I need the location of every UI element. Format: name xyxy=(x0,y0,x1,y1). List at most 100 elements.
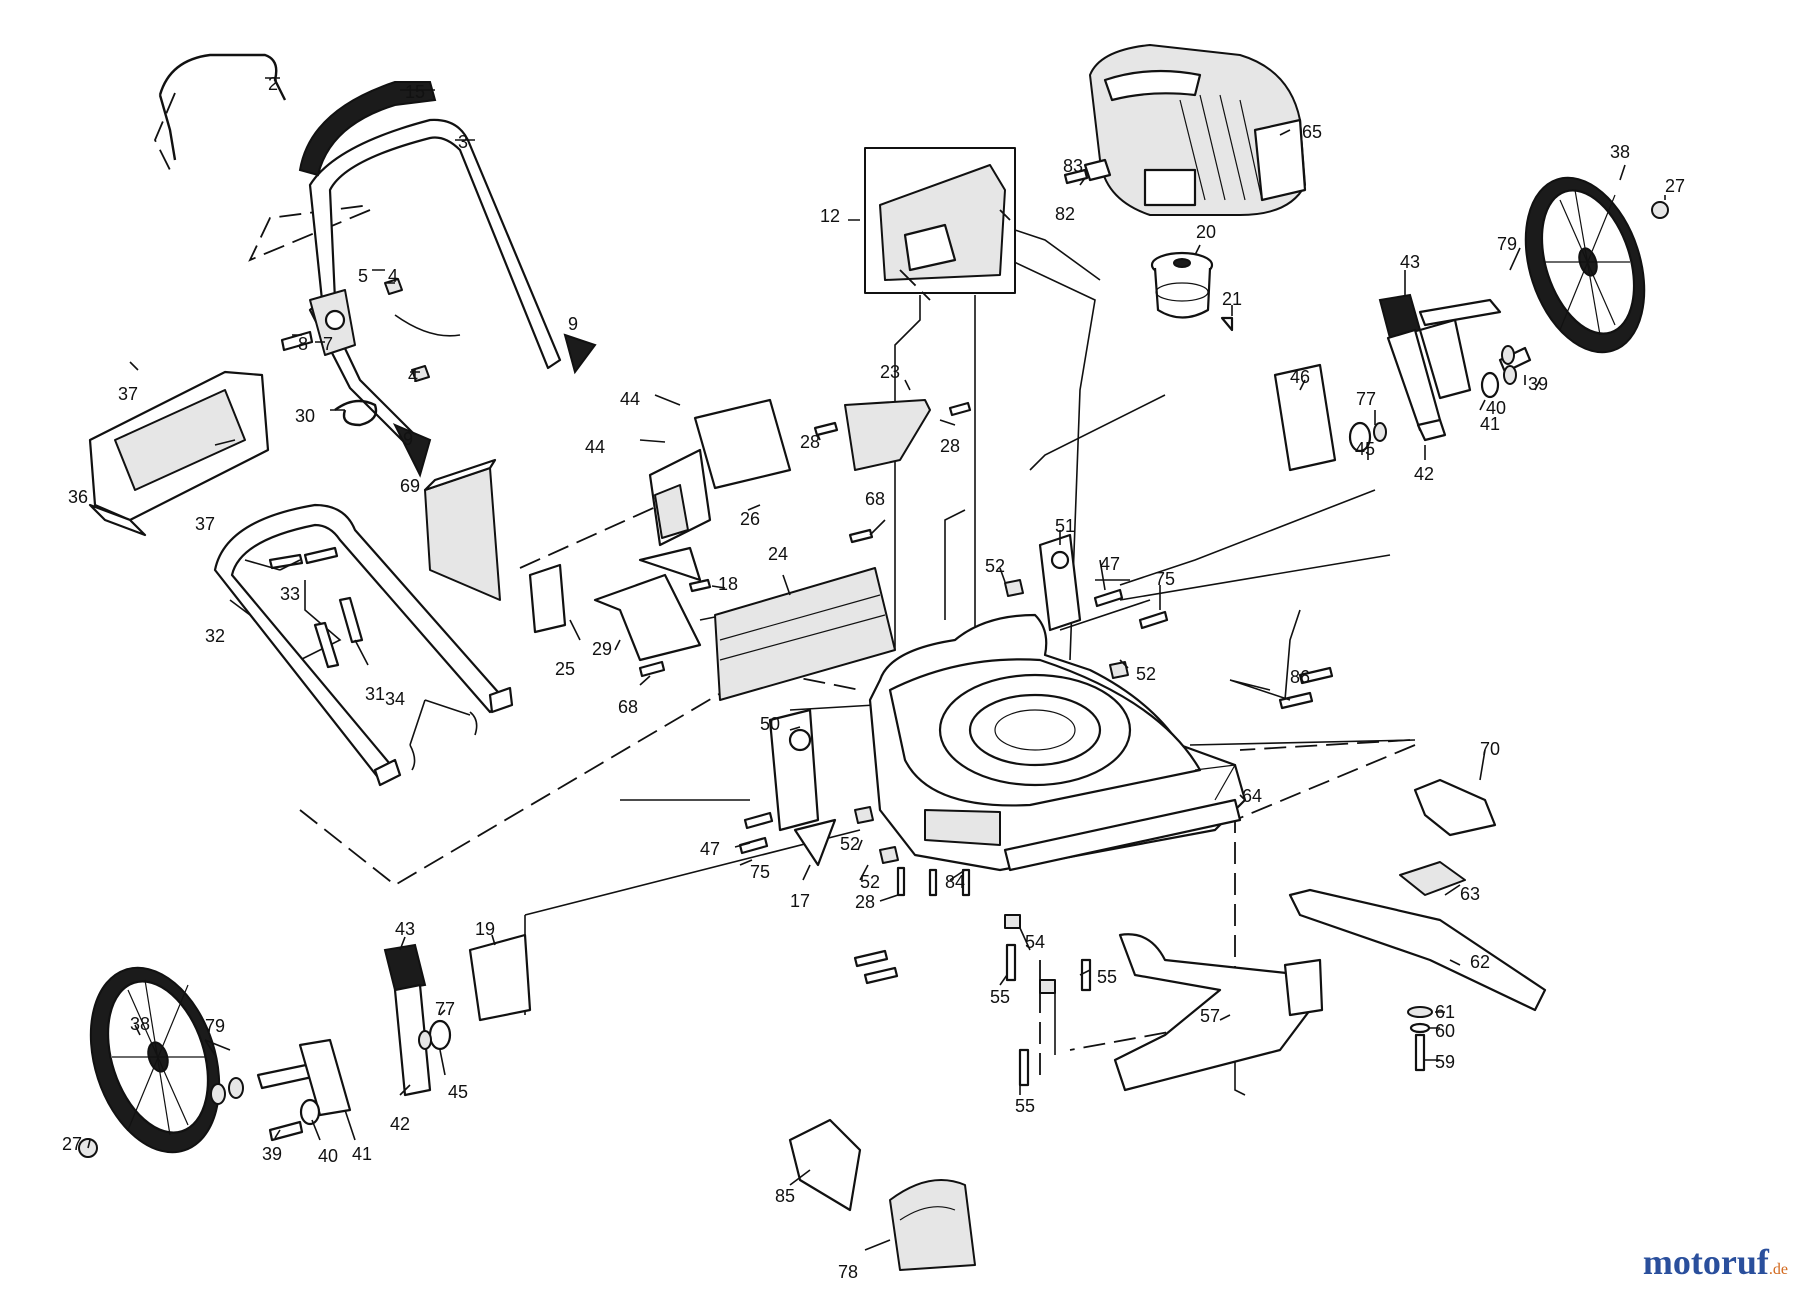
part-label-52: 52 xyxy=(1136,664,1156,684)
part-label-34: 34 xyxy=(385,689,405,709)
part-label-28: 28 xyxy=(940,436,960,456)
part-label-26: 26 xyxy=(740,509,760,529)
handle-assembly xyxy=(158,53,597,478)
height-adjusters xyxy=(738,533,1334,1087)
part-label-55: 55 xyxy=(1015,1096,1035,1116)
part-label-52: 52 xyxy=(985,556,1005,576)
part-label-59: 59 xyxy=(1435,1052,1455,1072)
axle-groups xyxy=(210,293,1532,1142)
part-label-54: 54 xyxy=(1025,932,1045,952)
part-label-50: 50 xyxy=(760,714,780,734)
part-label-39: 39 xyxy=(1528,374,1548,394)
rear-door xyxy=(88,370,270,537)
part-label-23: 23 xyxy=(880,362,900,382)
watermark-tld: .de xyxy=(1768,1261,1788,1278)
part-label-79: 79 xyxy=(1497,234,1517,254)
part-label-57: 57 xyxy=(1200,1006,1220,1026)
part-label-9: 9 xyxy=(403,429,413,449)
label-leaders xyxy=(87,77,1666,1251)
part-label-40: 40 xyxy=(1486,398,1506,418)
part-label-51: 51 xyxy=(1055,516,1075,536)
part-label-12: 12 xyxy=(820,206,840,226)
part-label-43: 43 xyxy=(395,919,415,939)
part-label-52: 52 xyxy=(840,834,860,854)
part-label-19: 19 xyxy=(475,919,495,939)
part-label-62: 62 xyxy=(1470,952,1490,972)
part-label-42: 42 xyxy=(1414,464,1434,484)
part-label-45: 45 xyxy=(1355,439,1375,459)
discharge-parts xyxy=(528,398,972,701)
part-label-28: 28 xyxy=(800,432,820,452)
part-label-47: 47 xyxy=(700,839,720,859)
rear-baffle xyxy=(423,458,501,601)
part-label-33: 33 xyxy=(280,584,300,604)
part-label-15: 15 xyxy=(405,82,425,102)
part-label-25: 25 xyxy=(555,659,575,679)
part-label-38: 38 xyxy=(130,1014,150,1034)
part-label-21: 21 xyxy=(1222,289,1242,309)
part-label-46: 46 xyxy=(1290,367,1310,387)
bag-frame-box xyxy=(864,147,1016,301)
part-label-65: 65 xyxy=(1302,122,1322,142)
part-label-27: 27 xyxy=(1665,176,1685,196)
part-label-24: 24 xyxy=(768,544,788,564)
part-label-41: 41 xyxy=(1480,414,1500,434)
part-label-9: 9 xyxy=(568,314,578,334)
part-label-27: 27 xyxy=(62,1134,82,1154)
mower-deck xyxy=(868,613,1247,872)
part-label-29: 29 xyxy=(592,639,612,659)
part-label-20: 20 xyxy=(1196,222,1216,242)
part-label-2: 2 xyxy=(268,74,278,94)
part-label-18: 18 xyxy=(718,574,738,594)
part-label-37: 37 xyxy=(118,384,138,404)
part-label-52: 52 xyxy=(860,872,880,892)
part-label-68: 68 xyxy=(865,489,885,509)
part-label-47: 47 xyxy=(1100,554,1120,574)
part-label-77: 77 xyxy=(1356,389,1376,409)
part-label-78: 78 xyxy=(838,1262,858,1282)
part-label-42: 42 xyxy=(390,1114,410,1134)
part-label-44: 44 xyxy=(585,437,605,457)
part-label-75: 75 xyxy=(750,862,770,882)
part-label-86: 86 xyxy=(1290,667,1310,687)
part-label-30: 30 xyxy=(295,406,315,426)
part-label-83: 83 xyxy=(1063,156,1083,176)
part-label-55: 55 xyxy=(1097,967,1117,987)
part-label-31: 31 xyxy=(365,684,385,704)
part-label-37: 37 xyxy=(195,514,215,534)
part-label-45: 45 xyxy=(448,1082,468,1102)
part-label-43: 43 xyxy=(1400,252,1420,272)
lower-handle xyxy=(213,503,514,787)
blade-group xyxy=(1113,778,1547,1092)
part-label-69: 69 xyxy=(400,476,420,496)
part-label-68: 68 xyxy=(618,697,638,717)
part-label-4: 4 xyxy=(388,266,398,286)
part-label-85: 85 xyxy=(775,1186,795,1206)
part-label-32: 32 xyxy=(205,626,225,646)
part-label-79: 79 xyxy=(205,1016,225,1036)
part-label-39: 39 xyxy=(262,1144,282,1164)
part-label-41: 41 xyxy=(352,1144,372,1164)
part-label-84: 84 xyxy=(945,872,965,892)
engine xyxy=(1063,44,1307,216)
part-label-3: 3 xyxy=(458,132,468,152)
part-label-60: 60 xyxy=(1435,1021,1455,1041)
part-label-63: 63 xyxy=(1460,884,1480,904)
part-label-77: 77 xyxy=(435,999,455,1019)
part-label-55: 55 xyxy=(990,987,1010,1007)
part-label-36: 36 xyxy=(68,487,88,507)
part-label-5: 5 xyxy=(358,266,368,286)
part-label-8: 8 xyxy=(298,334,308,354)
part-label-4: 4 xyxy=(408,366,418,386)
pulley xyxy=(1150,251,1234,332)
part-label-61: 61 xyxy=(1435,1002,1455,1022)
wheels xyxy=(78,176,1669,1158)
watermark-logo: motoruf.de xyxy=(1643,1241,1788,1283)
part-label-38: 38 xyxy=(1610,142,1630,162)
part-label-28: 28 xyxy=(855,892,875,912)
chute-parts xyxy=(788,1118,976,1271)
watermark-brand: motoruf xyxy=(1642,1242,1769,1282)
part-label-40: 40 xyxy=(318,1146,338,1166)
